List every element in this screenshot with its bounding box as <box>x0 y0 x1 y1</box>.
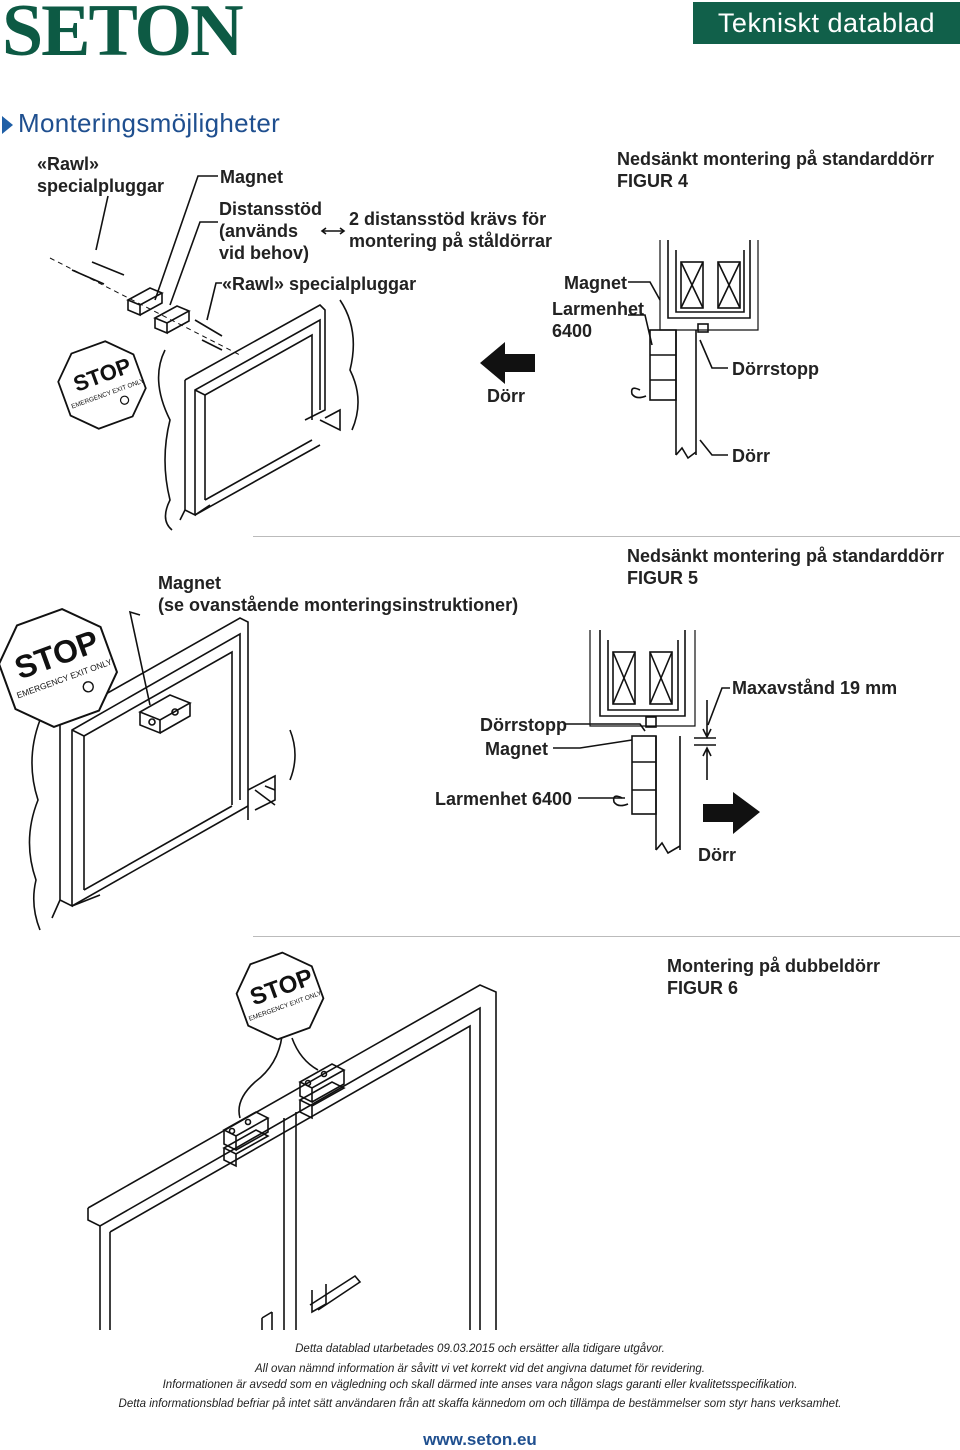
fig4-title: Nedsänkt montering på standarddörr FIGUR… <box>617 149 935 191</box>
fig5-alarm-unit-label: Larmenhet 6400 <box>435 789 573 809</box>
fig5-side-magnet-label: Magnet <box>485 739 548 759</box>
section-title: Monteringsmöjligheter <box>18 108 281 138</box>
footer-line-4: Detta informationsblad befriar på intet … <box>118 1398 842 1410</box>
fig4-door-stop-label: Dörrstopp <box>732 359 819 379</box>
footer-line-3: Informationen är avsedd som en väglednin… <box>162 1379 798 1391</box>
fig4-rawl-label: «Rawl» specialpluggar <box>37 154 165 196</box>
document-type-badge: Tekniskt datablad <box>693 2 960 44</box>
fig4-door-left-label: Dörr <box>487 386 526 406</box>
fig5-door-stop-label: Dörrstopp <box>480 715 567 735</box>
footer-line-1: Detta datablad utarbetades 09.03.2015 oc… <box>295 1343 665 1355</box>
fig4-door-right-label: Dörr <box>732 446 771 466</box>
divider-2 <box>253 936 960 937</box>
fig4-steel-note: 2 distansstöd krävs för montering på stå… <box>349 209 553 251</box>
figure5-drawing: STOP EMERGENCY EXIT ONLY <box>0 607 760 931</box>
fig4-side-magnet-label: Magnet <box>564 273 627 293</box>
fig5-max-distance-label: Maxavstånd 19 mm <box>732 678 898 698</box>
figure4-drawing: STOP EMERGENCY EXIT ONLY <box>49 175 759 531</box>
fig4-magnet-label: Magnet <box>220 167 283 187</box>
fig4-alarm-unit-label: Larmenhet 6400 <box>552 299 645 341</box>
section-arrow-icon <box>2 116 13 134</box>
divider-1 <box>253 536 960 537</box>
fig4-rawl-plugs-label: «Rawl» specialpluggar <box>222 274 417 294</box>
footer-line-2: All ovan nämnd information är såvitt vi … <box>255 1363 705 1375</box>
fig6-title: Montering på dubbeldörr FIGUR 6 <box>667 956 880 998</box>
fig4-spacer-label: Distansstöd (används vid behov) <box>219 199 323 263</box>
fig5-door-label: Dörr <box>698 845 737 865</box>
fig5-title: Nedsänkt montering på standarddörr FIGUR… <box>627 546 945 588</box>
fig5-magnet-label: Magnet (se ovanstående monteringsinstruk… <box>158 573 519 615</box>
seton-logo: SETON <box>2 0 244 72</box>
website-link[interactable]: www.seton.eu <box>423 1430 537 1449</box>
figure6-drawing: STOP EMERGENCY EXIT ONLY <box>87 951 497 1330</box>
